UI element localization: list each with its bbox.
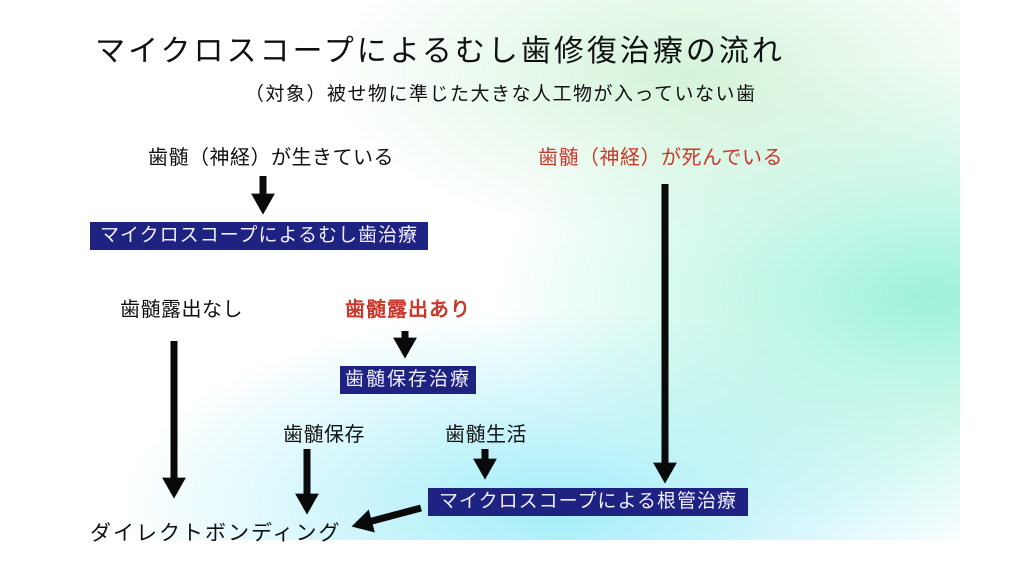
label-pulp-vital: 歯髄生活 xyxy=(445,424,527,446)
node-pulp-preservation-treatment: 歯髄保存治療 xyxy=(340,366,476,394)
page-title: マイクロスコープによるむし歯修復治療の流れ xyxy=(95,35,785,68)
label-pulp-exposure: 歯髄露出あり xyxy=(345,299,471,321)
label-no-pulp-exposure: 歯髄露出なし xyxy=(120,299,243,321)
label-pulp-preserved: 歯髄保存 xyxy=(283,424,365,446)
label-pulp-dead: 歯髄（神経）が死んでいる xyxy=(538,147,783,169)
page-subtitle: （対象）被せ物に準じた大きな人工物が入っていない歯 xyxy=(245,84,757,105)
label-direct-bonding: ダイレクトボンディング xyxy=(90,522,342,545)
node-caries-treatment: マイクロスコープによるむし歯治療 xyxy=(90,222,428,250)
node-root-canal-treatment: マイクロスコープによる根管治療 xyxy=(428,488,748,516)
slide-background: マイクロスコープによるむし歯修復治療の流れ （対象）被せ物に準じた大きな人工物が… xyxy=(0,0,960,545)
label-pulp-alive: 歯髄（神経）が生きている xyxy=(148,147,394,169)
